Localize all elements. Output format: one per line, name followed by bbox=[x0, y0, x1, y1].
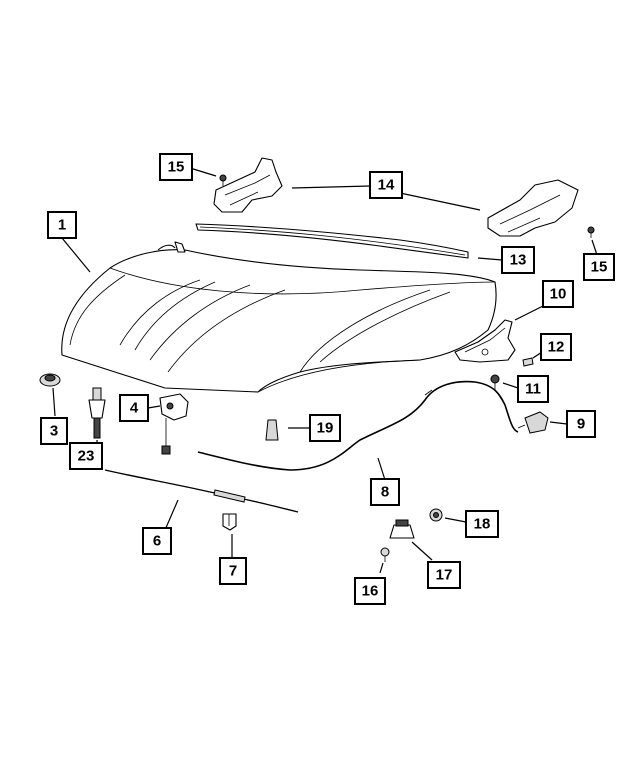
svg-text:7: 7 bbox=[229, 563, 237, 580]
callout-11: 11 bbox=[517, 375, 549, 403]
leader-16 bbox=[379, 562, 384, 574]
callout-9: 9 bbox=[566, 410, 596, 438]
leader-8 bbox=[377, 457, 386, 481]
svg-text:14: 14 bbox=[378, 177, 395, 194]
leader-18 bbox=[444, 517, 467, 523]
svg-text:1: 1 bbox=[58, 217, 66, 234]
push-pin-fastener-left bbox=[219, 174, 227, 186]
leader-15a bbox=[189, 167, 217, 177]
callout-18: 18 bbox=[465, 510, 499, 538]
callout-19: 19 bbox=[309, 414, 341, 442]
svg-text:6: 6 bbox=[153, 533, 161, 550]
leader-1 bbox=[61, 237, 91, 273]
hinge-bolt bbox=[490, 374, 500, 390]
hood-weatherstrip bbox=[195, 223, 469, 259]
callout-15-left: 15 bbox=[159, 153, 193, 181]
callout-15-right: 15 bbox=[583, 253, 615, 281]
hood-latch bbox=[159, 393, 189, 455]
hood-prop-rod bbox=[104, 469, 299, 513]
seal-bracket-right bbox=[487, 179, 579, 237]
svg-text:19: 19 bbox=[317, 420, 334, 437]
hinge-nut bbox=[522, 357, 534, 367]
hood-bumper bbox=[39, 373, 61, 387]
callout-8: 8 bbox=[370, 478, 400, 506]
leader-3 bbox=[52, 387, 56, 417]
leader-11 bbox=[502, 382, 519, 389]
svg-text:16: 16 bbox=[362, 583, 379, 600]
leader-10 bbox=[514, 304, 546, 321]
callout-14: 14 bbox=[369, 171, 403, 199]
svg-text:8: 8 bbox=[381, 484, 389, 501]
callout-3: 3 bbox=[40, 417, 68, 445]
svg-text:15: 15 bbox=[168, 159, 185, 176]
prop-rod-clip bbox=[222, 513, 237, 531]
leader-13 bbox=[477, 257, 503, 261]
svg-text:18: 18 bbox=[474, 516, 491, 533]
hood-prop-rod-holder bbox=[88, 387, 106, 439]
leader-17 bbox=[411, 541, 433, 561]
hood-hinge bbox=[454, 319, 516, 363]
svg-text:15: 15 bbox=[591, 259, 608, 276]
seal-bracket-left bbox=[213, 157, 283, 213]
svg-text:4: 4 bbox=[130, 400, 139, 417]
callout-4: 4 bbox=[119, 394, 149, 422]
callout-12: 12 bbox=[540, 333, 572, 361]
push-pin-fastener-right bbox=[587, 226, 595, 238]
svg-text:12: 12 bbox=[548, 339, 565, 356]
grommet bbox=[389, 519, 415, 539]
svg-text:11: 11 bbox=[525, 381, 541, 398]
svg-text:17: 17 bbox=[436, 567, 453, 584]
callout-10: 10 bbox=[542, 280, 574, 308]
svg-text:3: 3 bbox=[50, 423, 58, 440]
callout-1: 1 bbox=[47, 211, 77, 239]
svg-text:10: 10 bbox=[550, 286, 567, 303]
leader-4 bbox=[147, 405, 161, 409]
hood-panel bbox=[61, 241, 497, 393]
leader-15b bbox=[591, 239, 598, 256]
callout-6: 6 bbox=[142, 527, 172, 555]
callout-13: 13 bbox=[501, 246, 535, 274]
callout-17: 17 bbox=[427, 561, 461, 589]
svg-text:13: 13 bbox=[510, 252, 527, 269]
leader-9 bbox=[549, 421, 568, 425]
callout-7: 7 bbox=[219, 557, 247, 585]
retainer-nut bbox=[429, 508, 443, 522]
callout-23: 23 bbox=[69, 442, 103, 470]
svg-text:23: 23 bbox=[78, 448, 95, 465]
leader-6 bbox=[164, 499, 179, 531]
callout-16: 16 bbox=[354, 577, 386, 605]
svg-text:9: 9 bbox=[577, 416, 585, 433]
hood-ajar-switch bbox=[517, 411, 549, 434]
leader-14b bbox=[399, 192, 481, 211]
hood-bumper-cap bbox=[265, 419, 279, 441]
leader-14a bbox=[291, 185, 371, 189]
screw bbox=[380, 547, 390, 562]
hood-release-cable bbox=[197, 380, 519, 471]
